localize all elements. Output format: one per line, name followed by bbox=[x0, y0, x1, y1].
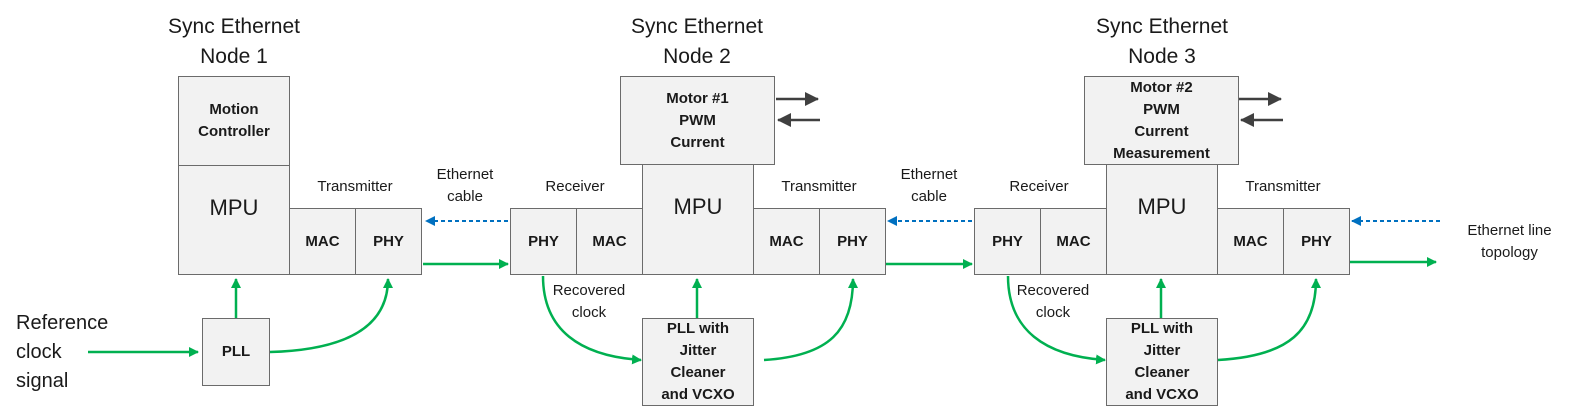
phy-block-1: PHY bbox=[355, 208, 422, 275]
mpu-block-3: MPU bbox=[1106, 164, 1218, 275]
pll-block-1: PLL bbox=[202, 318, 270, 386]
recovered-clock-curve-3 bbox=[1006, 275, 1106, 365]
mac-block-3-rx: MAC bbox=[1040, 208, 1107, 275]
receiver-label-2: Receiver bbox=[545, 178, 605, 195]
transmitter-label-2: Transmitter bbox=[781, 178, 857, 195]
phy-block-3-tx: PHY bbox=[1283, 208, 1350, 275]
phy-block-2-rx: PHY bbox=[510, 208, 577, 275]
mpu-block-2: MPU bbox=[642, 164, 754, 275]
reference-clock-label: Reference clock signal bbox=[16, 312, 109, 392]
transmitter-label-1: Transmitter bbox=[317, 178, 393, 195]
receiver-label-3: Receiver bbox=[1009, 178, 1069, 195]
mac-block-2-rx: MAC bbox=[576, 208, 643, 275]
mac-block-1: MAC bbox=[289, 208, 356, 275]
transmitter-label-3: Transmitter bbox=[1245, 178, 1321, 195]
phy-block-3-rx: PHY bbox=[974, 208, 1041, 275]
phy-block-2-tx: PHY bbox=[819, 208, 886, 275]
pll-to-phy-curve-3 bbox=[1217, 278, 1321, 362]
recovered-clock-curve-2 bbox=[541, 275, 642, 365]
mac-block-3-tx: MAC bbox=[1217, 208, 1284, 275]
mac-block-2-tx: MAC bbox=[753, 208, 820, 275]
pll-to-phy-curve-2 bbox=[763, 278, 858, 362]
pll-to-phy-curve bbox=[269, 278, 393, 354]
mpu-block-1: MPU bbox=[178, 165, 290, 275]
